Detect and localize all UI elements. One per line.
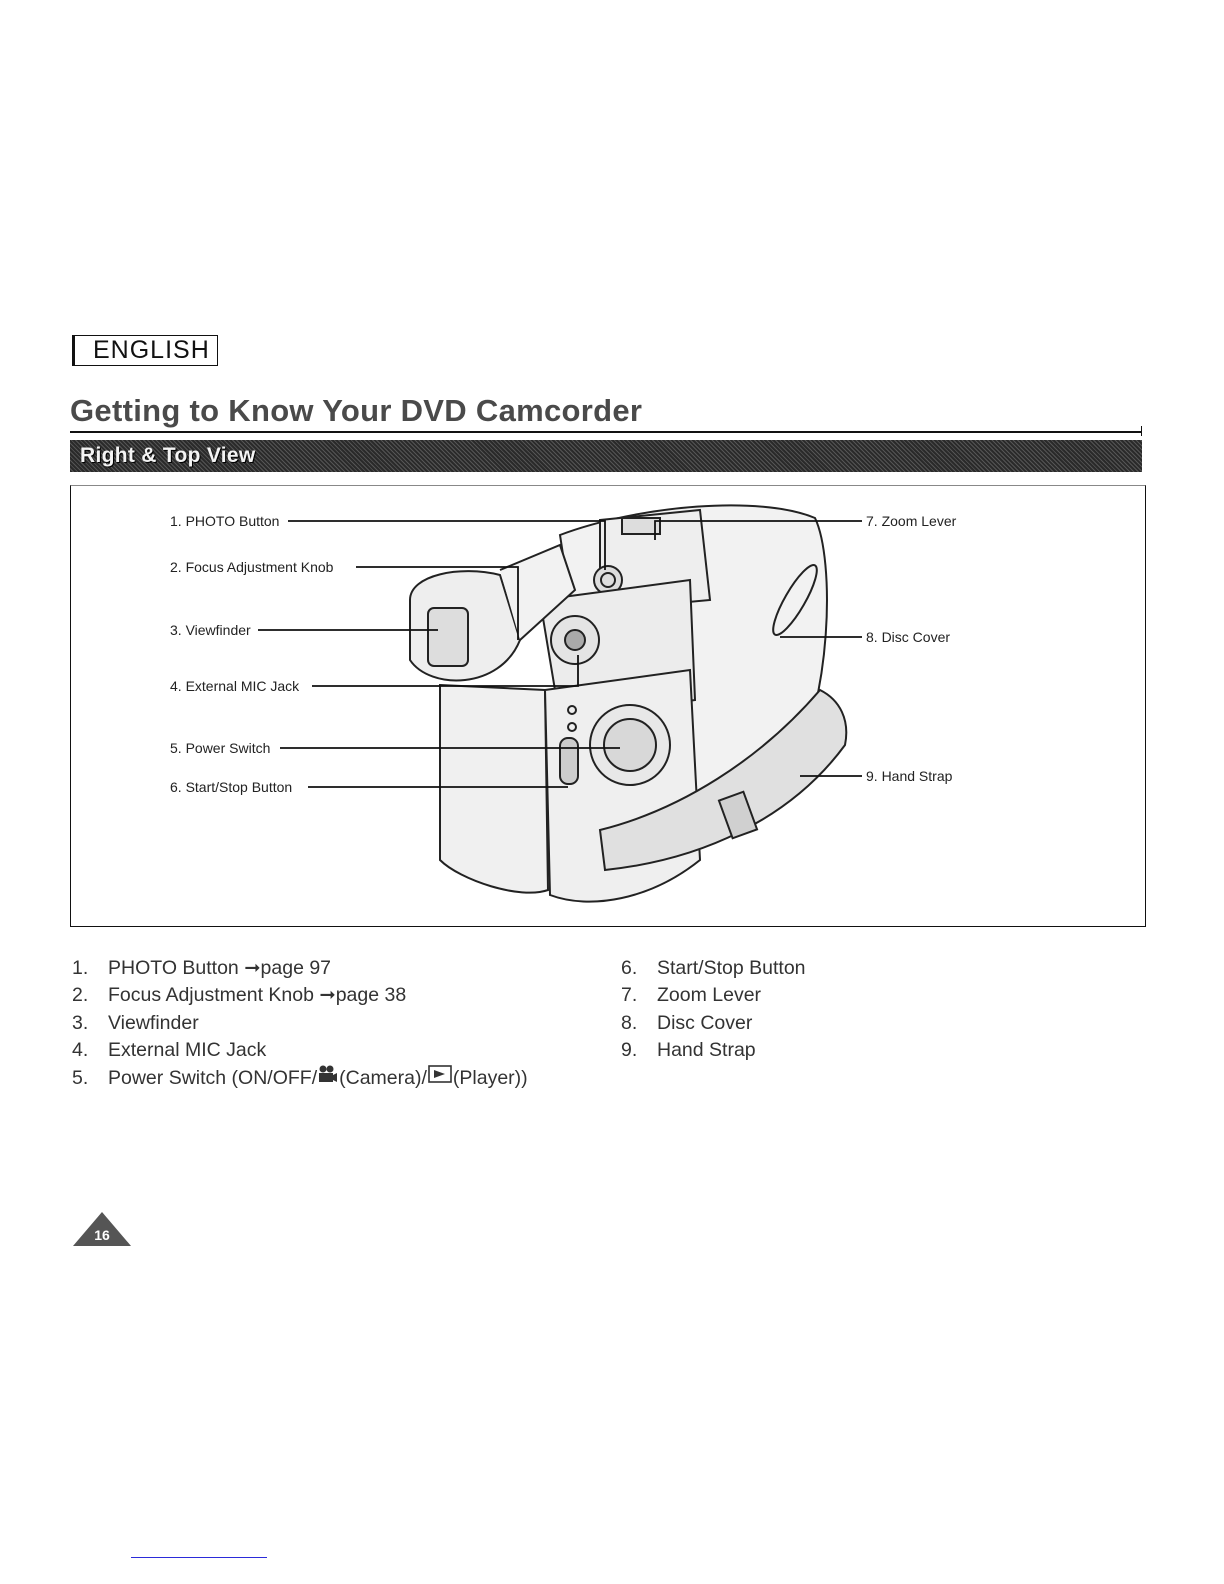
item-text: Focus Adjustment Knob ➞page 38 (108, 984, 407, 1007)
item-number: 5. (72, 1066, 89, 1089)
section-header-bar: Right & Top View (70, 440, 1142, 472)
callout-hand-strap: 9. Hand Strap (866, 768, 953, 784)
list-item: 8. Disc Cover (621, 1010, 806, 1037)
callout-start-stop: 6. Start/Stop Button (170, 779, 293, 795)
page-title: Getting to Know Your DVD Camcorder (70, 393, 643, 428)
item-list-right: 6. Start/Stop Button 7. Zoom Lever 8. Di… (621, 955, 806, 1065)
section-title: Right & Top View (80, 444, 256, 467)
callout-power-switch: 5. Power Switch (170, 740, 271, 756)
page-badge-triangle (73, 1212, 131, 1246)
item-number: 8. (621, 1011, 638, 1034)
title-rule-tick (1141, 426, 1142, 436)
list-item: 7. Zoom Lever (621, 982, 806, 1009)
diagram-frame (70, 485, 1146, 927)
callout-photo-button: 1. PHOTO Button (170, 513, 280, 529)
item-text: Start/Stop Button (657, 957, 806, 979)
item-number: 1. (72, 957, 89, 979)
list-item: 4. External MIC Jack (72, 1037, 528, 1064)
list-item: 1. PHOTO Button ➞page 97 (72, 955, 528, 982)
item-text-a: Power Switch (ON/OFF/ (108, 1066, 318, 1089)
item-number: 6. (621, 957, 638, 979)
language-tag: ENGLISH (72, 335, 218, 366)
list-item: 5. Power Switch (ON/OFF/ (Camera)/ (Play… (72, 1064, 528, 1092)
callout-focus-knob: 2. Focus Adjustment Knob (170, 559, 334, 575)
page-number: 16 (94, 1227, 110, 1243)
callout-viewfinder: 3. Viewfinder (170, 622, 251, 638)
item-text: Viewfinder (108, 1011, 199, 1034)
list-item: 3. Viewfinder (72, 1010, 528, 1037)
list-item: 6. Start/Stop Button (621, 955, 806, 982)
item-number: 4. (72, 1039, 89, 1062)
item-number: 2. (72, 984, 89, 1007)
callout-mic-jack: 4. External MIC Jack (170, 678, 300, 694)
item-number: 7. (621, 984, 638, 1007)
bottom-link-underline[interactable] (131, 1557, 267, 1558)
item-text: Hand Strap (657, 1039, 756, 1062)
item-text-b: (Camera)/ (339, 1066, 427, 1089)
callout-zoom-lever: 7. Zoom Lever (866, 513, 957, 529)
item-list-left: 1. PHOTO Button ➞page 97 2. Focus Adjust… (72, 955, 528, 1092)
item-text: PHOTO Button ➞page 97 (108, 957, 332, 979)
item-text-c: (Player)) (452, 1066, 528, 1089)
list-item: 9. Hand Strap (621, 1037, 806, 1064)
camera-icon (319, 1065, 338, 1082)
item-text: Zoom Lever (657, 984, 762, 1007)
item-text: External MIC Jack (108, 1039, 267, 1062)
item-number: 3. (72, 1011, 89, 1034)
player-icon (428, 1064, 452, 1083)
title-rule (70, 431, 1142, 433)
list-item: 2. Focus Adjustment Knob ➞page 38 (72, 982, 528, 1009)
callout-disc-cover: 8. Disc Cover (866, 629, 951, 645)
item-number: 9. (621, 1039, 638, 1062)
item-text: Disc Cover (657, 1011, 753, 1034)
